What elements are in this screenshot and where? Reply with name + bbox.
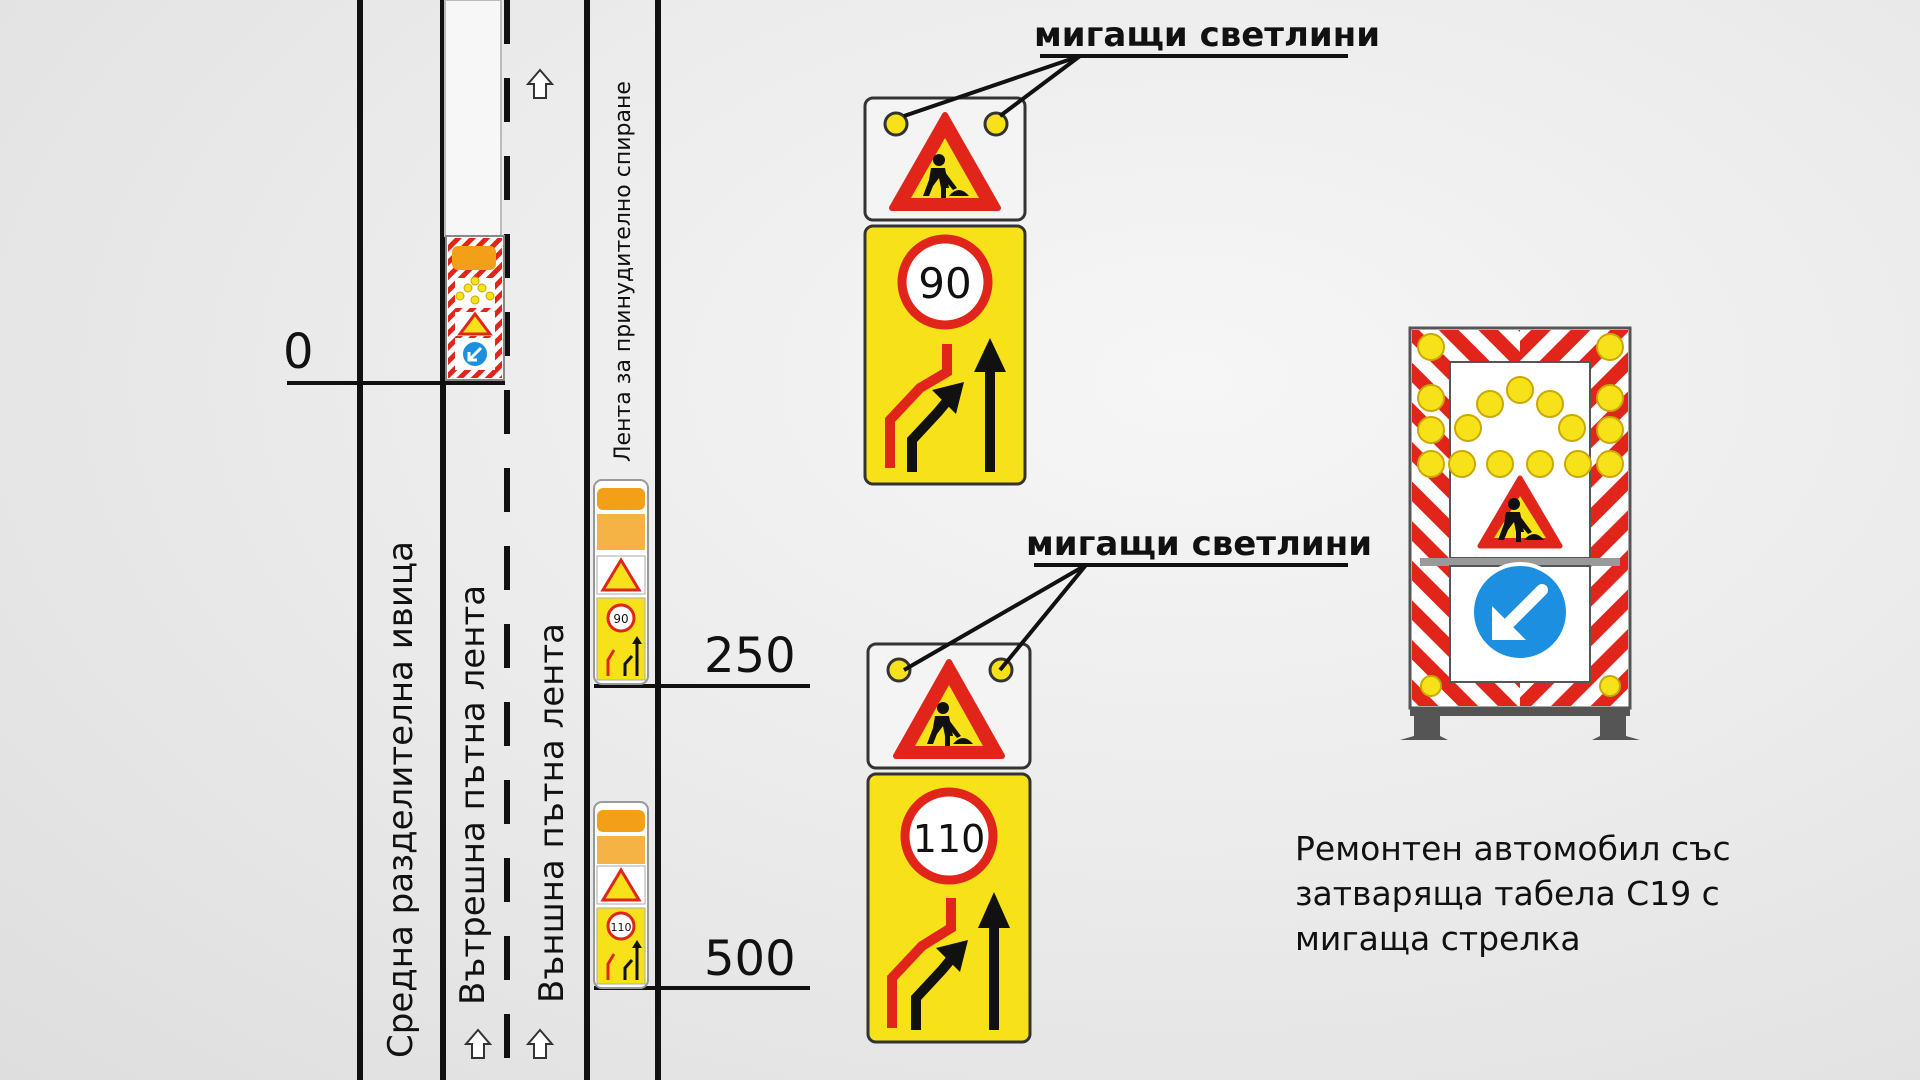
speed-limit-90: 90: [918, 259, 971, 308]
sign-assembly-90: 90: [863, 96, 1027, 486]
flashing-light-icon: [1420, 675, 1442, 697]
callout-top-label: мигащи светлини: [1034, 15, 1380, 55]
caption-line-3: мигаща стрелка: [1295, 919, 1581, 958]
up-arrow-icon: [525, 1028, 555, 1059]
sign-assembly-110: 110: [866, 642, 1032, 1044]
inner-lane-label: Вътрешна пътна лента: [453, 585, 493, 1005]
merge-arrow-icon: [907, 396, 952, 472]
vehicle-sign-500: 110: [593, 801, 649, 989]
beacon-light-icon: [597, 810, 645, 832]
marker-0-label: 0: [283, 324, 314, 380]
outer-lane-label: Външна пътна лента: [532, 623, 572, 1003]
lane-arrows: [463, 68, 555, 1059]
vehicle-sign-250: 90: [593, 479, 649, 685]
callout-top: мигащи светлини: [903, 15, 1380, 118]
shoulder-label: Лента за принудително спиране: [611, 81, 636, 462]
caption: Ремонтен автомобил със затваряща табела …: [1295, 826, 1815, 961]
small-speed-110: 110: [611, 921, 632, 934]
speed-limit-sign-icon: [897, 234, 993, 330]
up-arrow-icon: [525, 68, 555, 99]
diagonal-arrow-icon: [1498, 584, 1548, 634]
up-arrow-icon: [463, 1028, 493, 1059]
marker-500-label: 500: [704, 931, 796, 987]
marker-250-label: 250: [704, 628, 796, 684]
closed-lane-line: [885, 344, 952, 468]
median-label: Средна разделителна ивица: [381, 541, 421, 1058]
marker-500: 500: [594, 931, 810, 990]
road: [357, 0, 661, 1080]
beacon-light-icon: [452, 246, 496, 270]
caption-line-1: Ремонтен автомобил със: [1295, 829, 1731, 868]
speed-limit-110: 110: [913, 817, 986, 861]
flashing-arrow-lights: [1417, 333, 1624, 478]
flashing-light-icon: [886, 657, 912, 683]
caption-line-2: затваряща табела С19 с: [1295, 874, 1720, 913]
truck-trailer: [444, 0, 505, 381]
callout-bottom: мигащи светлини: [903, 524, 1372, 672]
flashing-light-icon: [1599, 675, 1621, 697]
flashing-light-icon: [983, 111, 1009, 137]
callout-bottom-label: мигащи светлини: [1026, 524, 1372, 564]
marker-250: 250: [594, 628, 810, 688]
marker-0: 0: [283, 324, 505, 385]
speed-limit-sign-icon: [900, 787, 998, 885]
closed-lane-line: [887, 898, 956, 1028]
sign-base: [1410, 708, 1630, 716]
flashing-light-icon: [883, 111, 909, 137]
beacon-light-icon: [597, 488, 645, 510]
closing-sign-c19-large: [1400, 326, 1640, 740]
merge-arrow-icon: [911, 954, 956, 1030]
small-speed-90: 90: [613, 612, 628, 626]
